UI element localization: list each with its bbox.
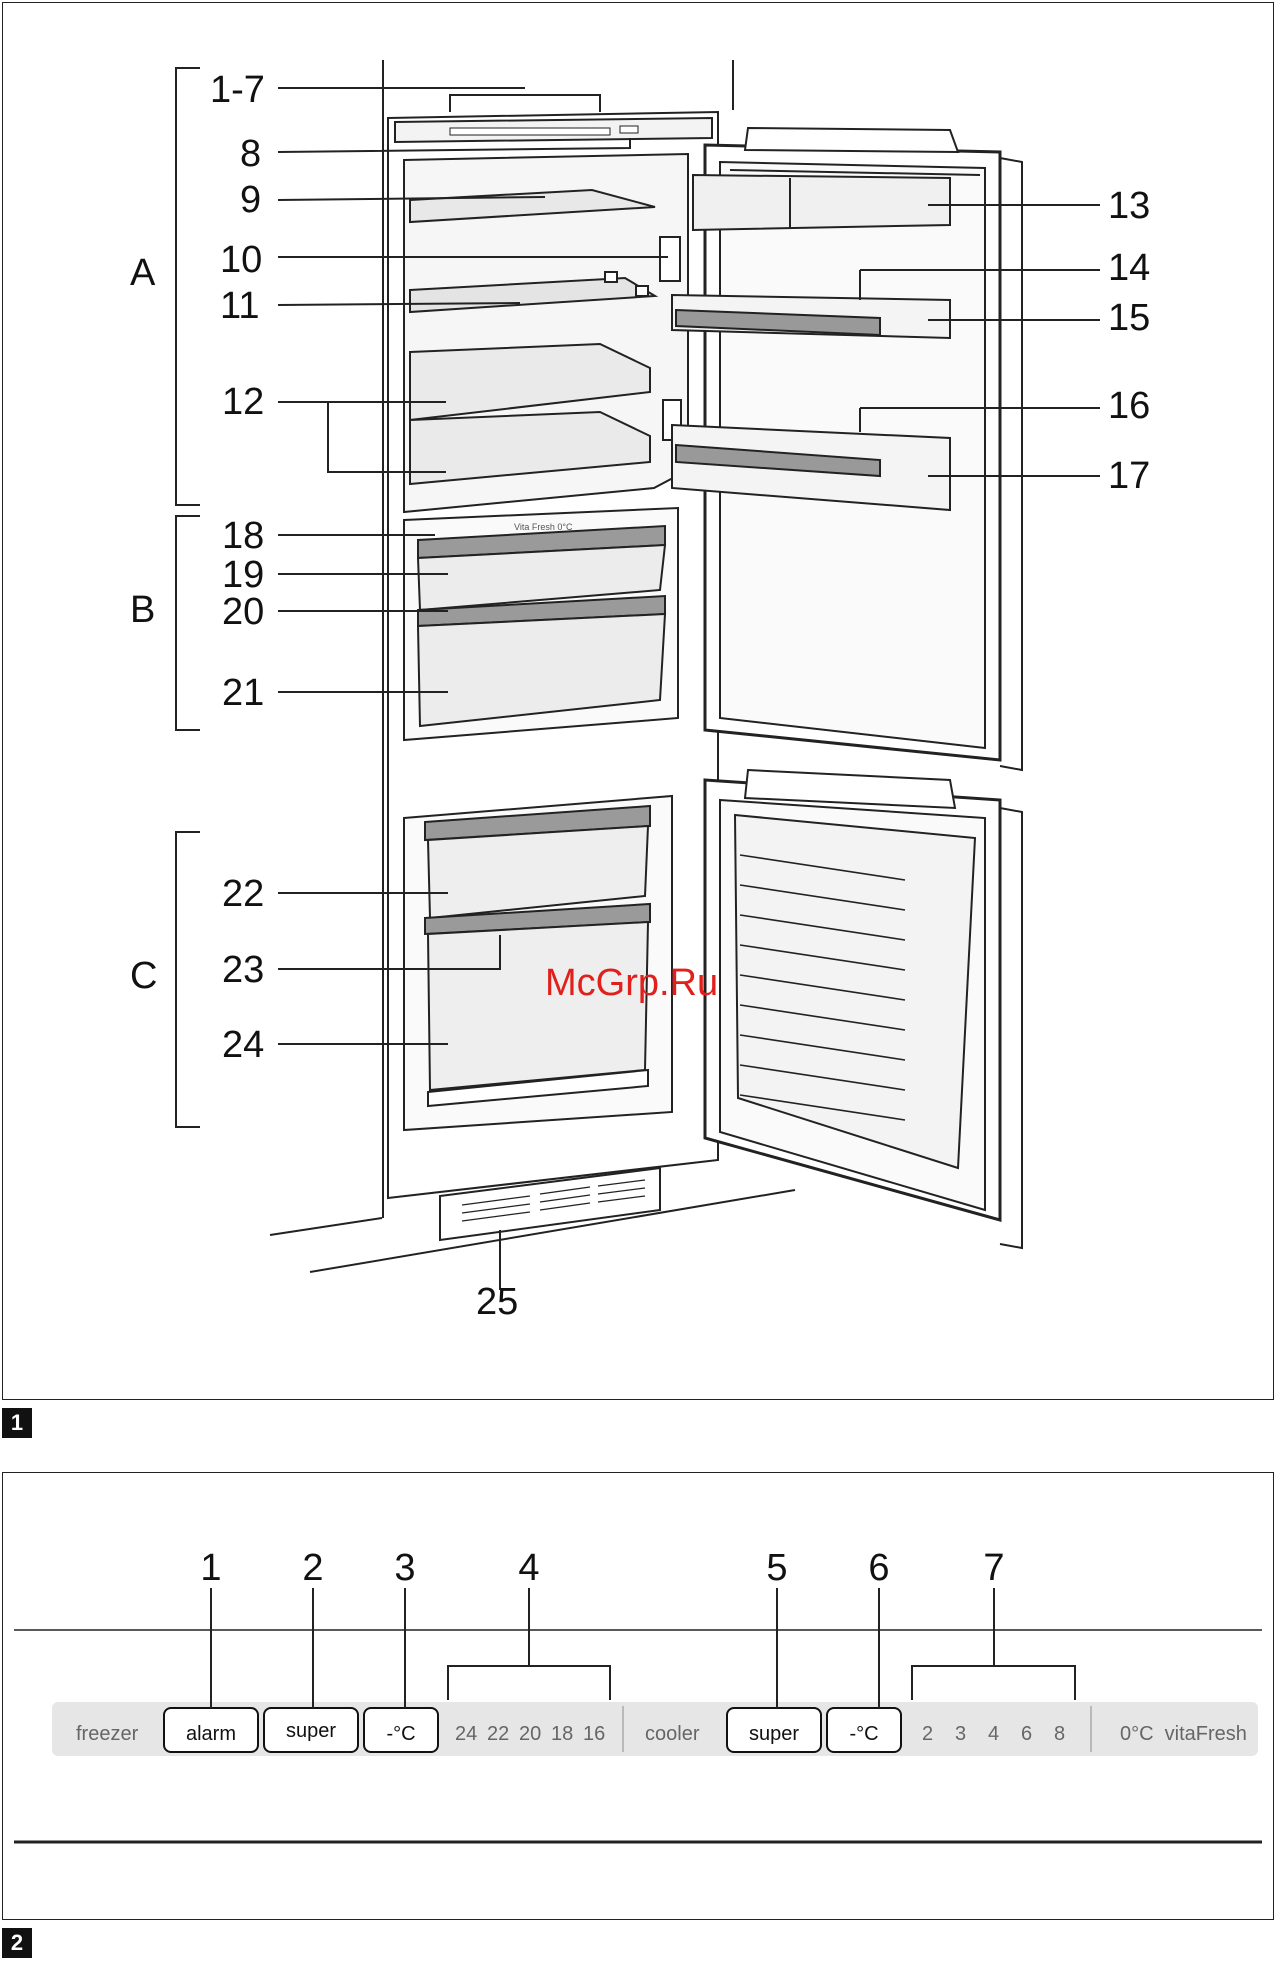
cooler-temp-4: 4 [988, 1723, 999, 1745]
alarm-button[interactable]: alarm [164, 1708, 258, 1752]
cooler-temp-2: 2 [922, 1723, 933, 1745]
vitafresh-label: 0°C vitaFresh [1120, 1723, 1247, 1745]
cooler-temp-button[interactable]: -°C [827, 1708, 901, 1752]
freezer-super-button-label: super [286, 1720, 336, 1742]
cooler-super-button[interactable]: super [727, 1708, 821, 1752]
cooler-temp-8: 8 [1054, 1723, 1065, 1745]
panel-number-7: 7 [983, 1547, 1004, 1589]
freezer-temp-button[interactable]: -°C [364, 1708, 438, 1752]
panel-number-6: 6 [868, 1547, 889, 1589]
cooler-temp-6: 6 [1021, 1723, 1032, 1745]
alarm-button-label: alarm [186, 1723, 236, 1745]
freezer-temp-18: 18 [551, 1723, 573, 1745]
freezer-temp-20: 20 [519, 1723, 541, 1745]
freezer-temp-24: 24 [455, 1723, 477, 1745]
panel-number-3: 3 [394, 1547, 415, 1589]
cooler-label: cooler [645, 1723, 700, 1745]
cooler-temp-button-label: -°C [849, 1723, 878, 1745]
panel-number-2: 2 [302, 1547, 323, 1589]
freezer-temp-22: 22 [487, 1723, 509, 1745]
freezer-label: freezer [76, 1723, 139, 1745]
panel-number-4: 4 [518, 1547, 539, 1589]
cooler-temp-3: 3 [955, 1723, 966, 1745]
freezer-temp-16: 16 [583, 1723, 605, 1745]
freezer-temp-button-label: -°C [386, 1723, 415, 1745]
freezer-super-button[interactable]: super [264, 1708, 358, 1752]
cooler-super-button-label: super [749, 1723, 799, 1745]
panel-number-1: 1 [200, 1547, 221, 1589]
panel-number-5: 5 [766, 1547, 787, 1589]
